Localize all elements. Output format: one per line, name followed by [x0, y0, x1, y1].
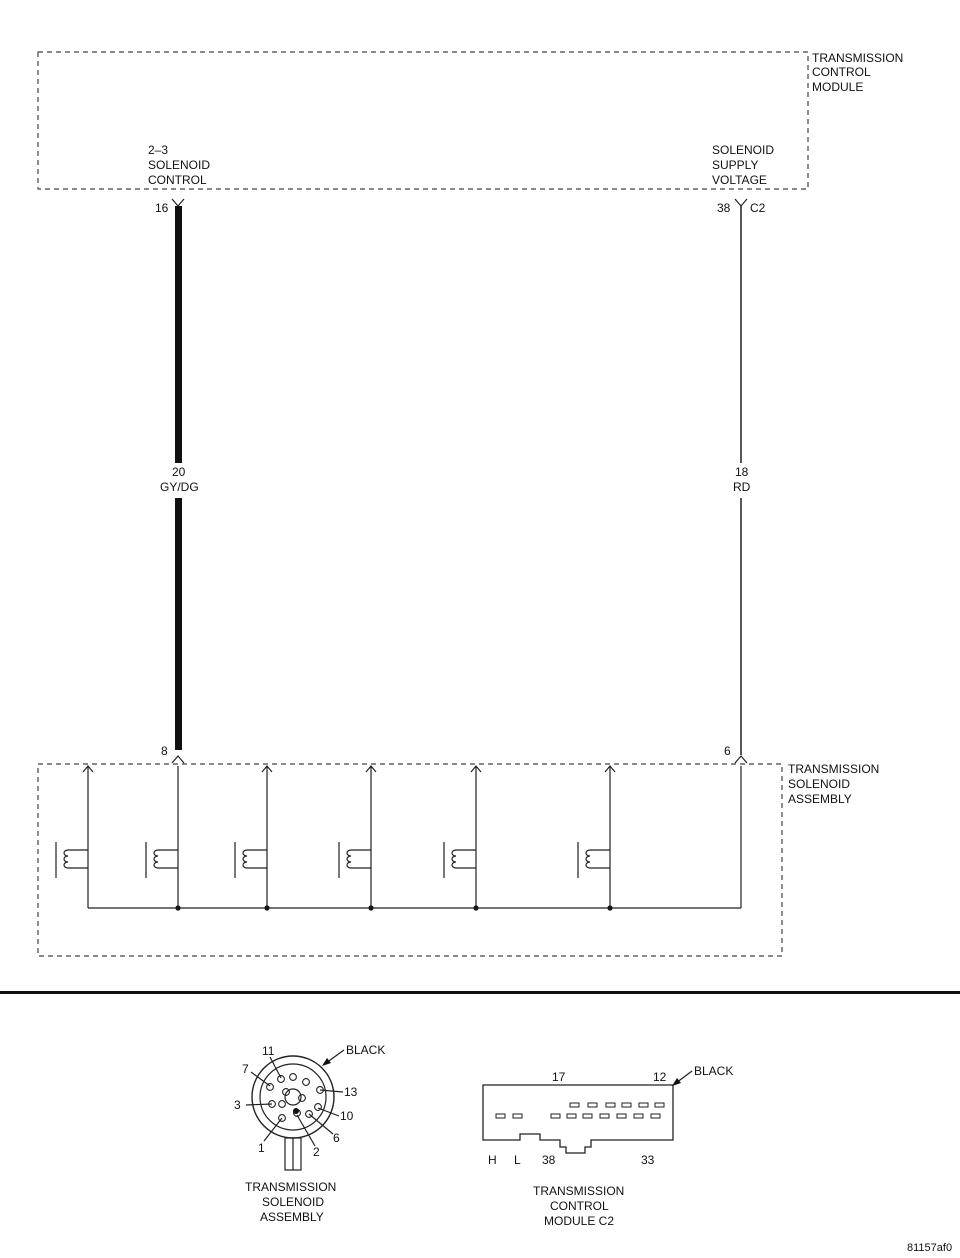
solenoid-group [55, 765, 742, 911]
tsa-title-line-1: TRANSMISSION [788, 762, 879, 776]
tcm-c2-pin-cavity [616, 1113, 627, 1119]
tsa-pin-8: 8 [161, 744, 168, 758]
tcm-pin-right-label-1: SOLENOID [712, 143, 774, 157]
tsa-connector-key [293, 1108, 299, 1114]
wire-right-gauge: 18 [735, 465, 749, 479]
tcm-c2-pin-cavity [566, 1113, 577, 1119]
tcm-c2-pin-cavity [587, 1102, 598, 1108]
tsa-caption-2: SOLENOID [262, 1195, 324, 1209]
tsa-connector-pin-hole [277, 1075, 285, 1083]
tsa-connector-pin-hole [266, 1083, 274, 1091]
tcm-box [37, 51, 809, 190]
solenoid-coil [153, 849, 178, 869]
solenoid-coil [346, 849, 371, 869]
tsa-connector-pin-hole [289, 1073, 297, 1081]
tsa-caption-1: TRANSMISSION [245, 1180, 336, 1194]
section-divider [0, 991, 960, 994]
tcm-pin-right-chevron [734, 198, 748, 207]
tsa-pin-6: 6 [724, 744, 731, 758]
tcm-c2-connector-body [482, 1084, 674, 1154]
tcm-pin-left-label-1: 2–3 [148, 143, 168, 157]
tsa-title-line-2: SOLENOID [788, 777, 850, 791]
tcm-c2-pin-cavity [550, 1113, 561, 1119]
tcm-c2-pin-cavity [633, 1113, 644, 1119]
tsa-connector-pins [266, 1073, 324, 1122]
tcm-c2-pin-38: 38 [542, 1153, 556, 1167]
wire-right-color: RD [733, 480, 751, 494]
solenoid-coil [63, 849, 88, 869]
tsa-connector-pin-hole [305, 1110, 313, 1118]
tsa-connector-center [284, 1088, 302, 1106]
tcm-c2-pin-cavity [495, 1113, 506, 1119]
tcm-c2-caption-3: MODULE C2 [544, 1214, 614, 1228]
tsa-connector-pin-hole [278, 1100, 286, 1108]
tsa-connector-outer-ring [251, 1055, 335, 1139]
tsa-pin-6-chevron [734, 755, 748, 764]
tcm-pin-16: 16 [155, 201, 169, 215]
tsa-pin-label-6: 6 [333, 1131, 340, 1145]
tcm-pin-left-chevron [171, 198, 185, 207]
tcm-title-line-3: MODULE [812, 80, 863, 94]
tcm-pin-left-label-3: CONTROL [148, 173, 207, 187]
tsa-pin-label-7: 7 [242, 1062, 249, 1076]
tcm-c2-pin-cavity [650, 1113, 661, 1119]
tcm-c2-connector-color: BLACK [694, 1064, 733, 1078]
tcm-c2-caption-2: CONTROL [550, 1199, 609, 1213]
tcm-c2-pin-17: 17 [552, 1070, 566, 1084]
tcm-pin-right-label-2: SUPPLY [712, 158, 758, 172]
tcm-pin-right-label-3: VOLTAGE [712, 173, 767, 187]
tcm-title-line-2: CONTROL [812, 65, 871, 79]
tsa-connector-view: 11 7 3 1 2 6 10 13 BLACK TRANSMISSION SO… [234, 1043, 385, 1224]
tsa-pin-8-chevron [171, 755, 185, 764]
tcm-c2-pin-cavity [654, 1102, 665, 1108]
tsa-connector-color: BLACK [346, 1043, 385, 1057]
tsa-connector-pin-hole [298, 1094, 306, 1102]
tsa-connector-pin-hole [302, 1078, 310, 1086]
tcm-c2-pin-33: 33 [641, 1153, 655, 1167]
tcm-title-line-1: TRANSMISSION [812, 51, 903, 65]
tcm-c2-pin-cavity [621, 1102, 632, 1108]
tsa-box [37, 763, 783, 957]
tcm-pin-38: 38 [717, 201, 731, 215]
tcm-c2-label-l: L [514, 1153, 521, 1167]
tcm-c2-caption-1: TRANSMISSION [533, 1184, 624, 1198]
tsa-caption-3: ASSEMBLY [260, 1210, 324, 1224]
tsa-pin-label-10: 10 [340, 1109, 354, 1123]
tsa-pin-label-13: 13 [344, 1085, 358, 1099]
solenoid-coil [585, 849, 610, 869]
tcm-c2-pin-12: 12 [653, 1070, 667, 1084]
tcm-connector-c2: C2 [750, 201, 766, 215]
tsa-connector-pin-hole [314, 1103, 322, 1111]
tcm-c2-pin-cavity [599, 1113, 610, 1119]
wire-left-gauge: 20 [172, 465, 186, 479]
tsa-connector-pin-hole [282, 1088, 290, 1096]
tcm-c2-pin-cavity [638, 1102, 649, 1108]
tsa-title-line-3: ASSEMBLY [788, 792, 852, 806]
wire-left-lower [175, 498, 182, 750]
tcm-c2-pin-cavity [512, 1113, 523, 1119]
tcm-c2-connector-view: 17 12 BLACK H L 38 33 TRANSMISSION CONTR… [482, 1064, 733, 1228]
tcm-c2-pin-cavity [582, 1113, 593, 1119]
tcm-c2-label-h: H [488, 1153, 497, 1167]
tsa-pin-label-11: 11 [262, 1044, 275, 1058]
tcm-c2-pin-cavity [605, 1102, 616, 1108]
tsa-connector-inner-ring [259, 1063, 327, 1131]
tcm-pin-left-label-2: SOLENOID [148, 158, 210, 172]
wire-left-color: GY/DG [160, 480, 199, 494]
tsa-pin-label-3: 3 [234, 1098, 241, 1112]
solenoid-coil [451, 849, 476, 869]
figure-id: 81157af0 [907, 1242, 952, 1254]
tsa-connector-pin-hole [278, 1114, 286, 1122]
tcm-c2-connector-pins [495, 1102, 665, 1119]
wire-left-upper [175, 206, 182, 463]
tsa-pin-label-1: 1 [258, 1141, 265, 1155]
tsa-pin-label-2: 2 [313, 1145, 320, 1159]
tcm-c2-pin-cavity [569, 1102, 580, 1108]
solenoid-coil [242, 849, 267, 869]
